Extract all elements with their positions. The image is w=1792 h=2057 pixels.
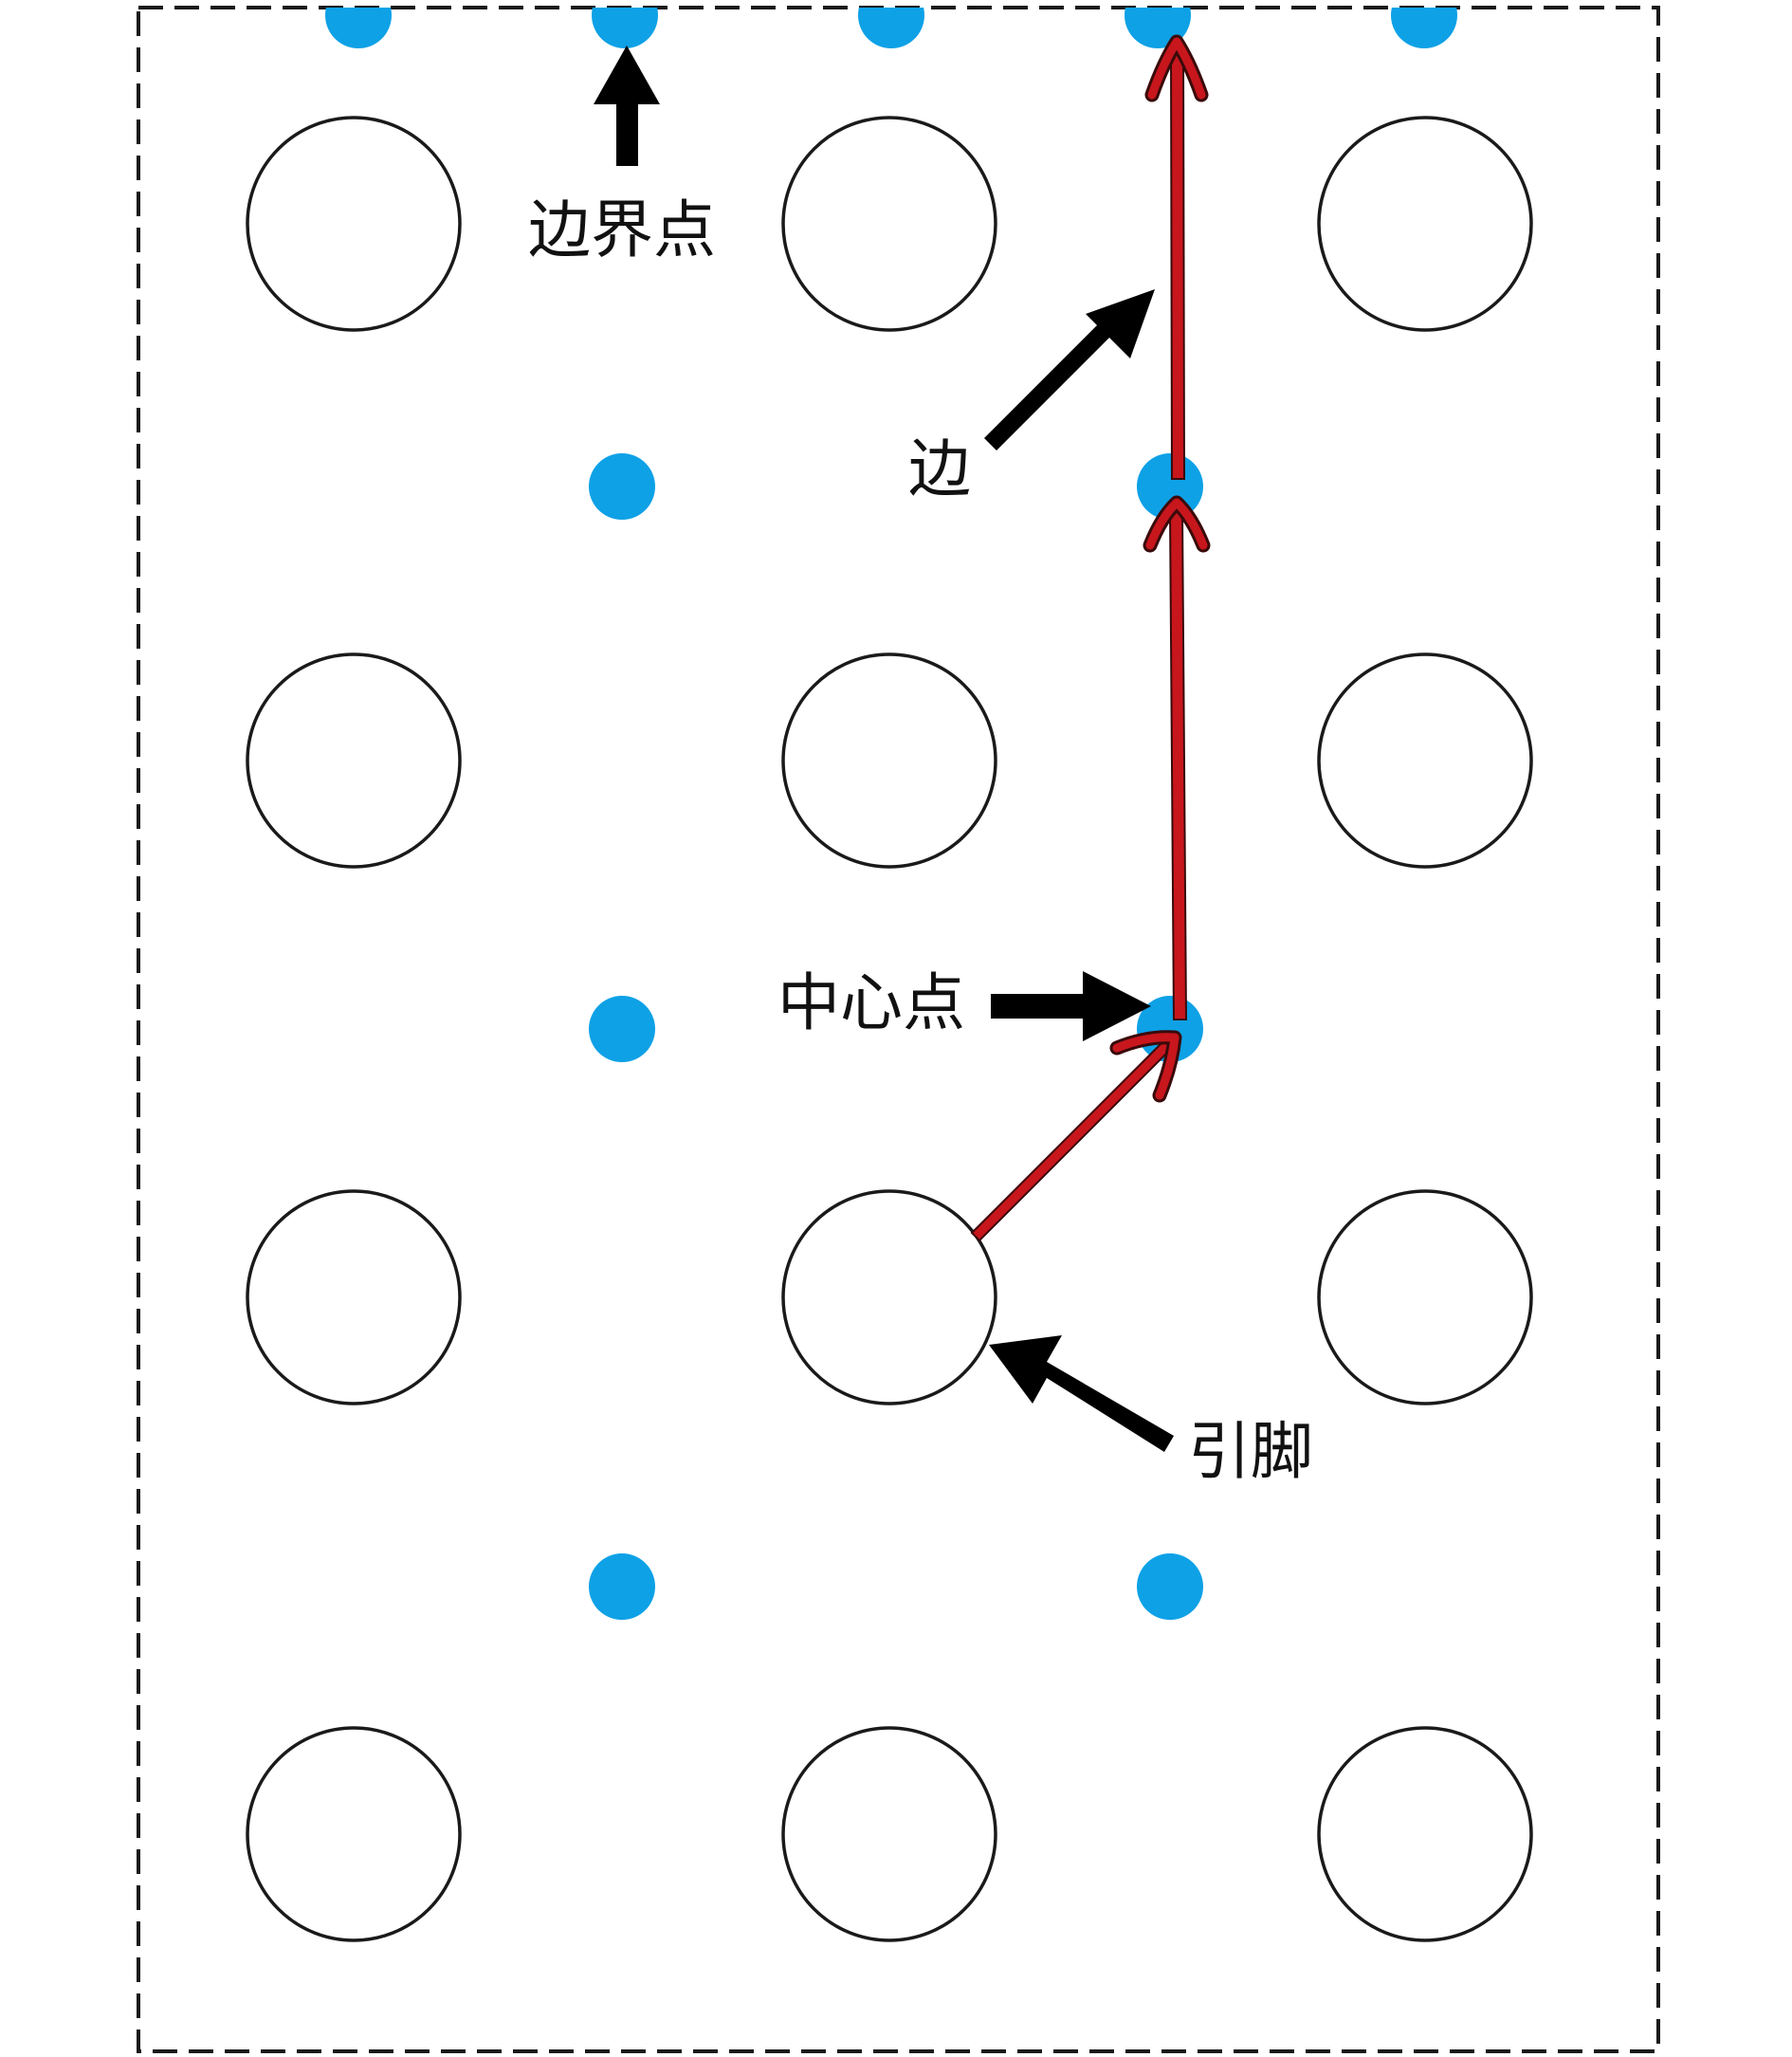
routing-edges — [970, 34, 1211, 1242]
pins — [246, 116, 1533, 1942]
pointer-arrow-diagonal-icon — [984, 289, 1155, 450]
pin-circle-icon — [246, 1726, 462, 1942]
pin-circle-icon — [1317, 116, 1533, 332]
edge-center-to-boundary — [1169, 45, 1186, 480]
boundary-point-dot-icon — [592, 8, 658, 48]
center-point-dot-icon — [1137, 1553, 1203, 1620]
arrow-head-icon — [1147, 37, 1206, 100]
boundary-point-dot-icon — [325, 8, 392, 48]
label-pin: 引脚 — [1188, 1415, 1313, 1488]
pointer-arrow-diagonal-icon — [989, 1335, 1174, 1452]
pin-circle-icon — [781, 1726, 997, 1942]
pointer-arrow-right-icon — [991, 971, 1151, 1041]
pin-circle-icon — [1317, 1189, 1533, 1405]
label-boundary-point: 边界点 — [528, 193, 716, 266]
pin-circle-icon — [246, 1189, 462, 1405]
edge-center-to-center — [1168, 509, 1188, 1020]
pointer-arrows — [594, 46, 1174, 1452]
pin-circle-icon — [781, 1189, 997, 1405]
boundary-point-dot-icon — [1391, 8, 1457, 48]
annotation-labels: 边界点 边 中心点 引脚 — [528, 193, 1313, 1488]
pin-circle-icon — [246, 652, 462, 869]
pin-circle-icon — [1317, 1726, 1533, 1942]
label-edge: 边 — [908, 432, 971, 505]
arrow-head-icon — [1145, 498, 1208, 550]
pointer-arrow-up-icon — [594, 46, 660, 166]
pin-circle-icon — [1317, 652, 1533, 869]
pin-circle-icon — [246, 116, 462, 332]
center-point-dot-icon — [589, 453, 655, 520]
pin-circle-icon — [781, 116, 997, 332]
center-point-dot-icon — [589, 996, 655, 1062]
arrow-head-icon — [1112, 1033, 1179, 1100]
pin-circle-icon — [781, 652, 997, 869]
edge-pin-to-center — [970, 1032, 1180, 1242]
center-point-dot-icon — [589, 1553, 655, 1620]
boundary-points — [325, 8, 1457, 48]
label-center-point: 中心点 — [777, 966, 965, 1039]
boundary-point-dot-icon — [858, 8, 924, 48]
